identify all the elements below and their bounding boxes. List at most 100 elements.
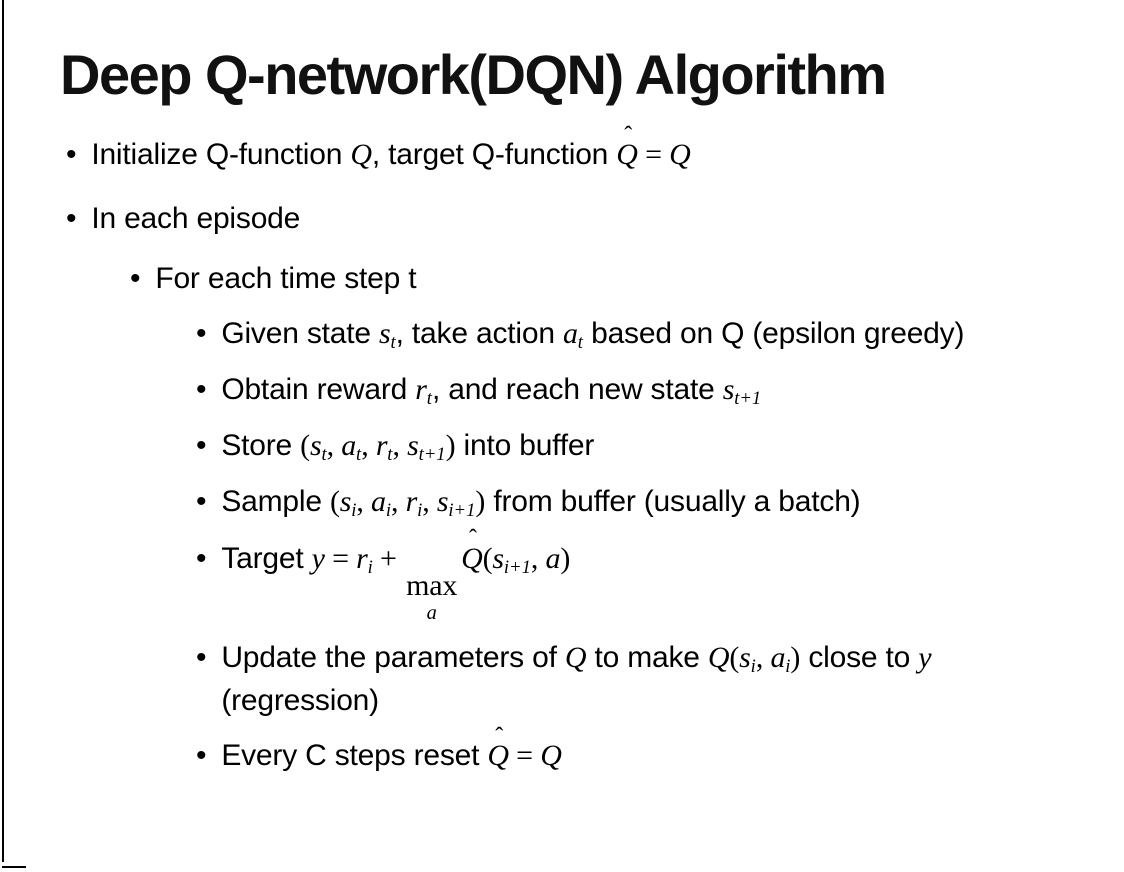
- math-var-base: s: [339, 485, 352, 519]
- list-item: •For each time step t: [60, 258, 1096, 300]
- math-var-base: Q: [616, 137, 638, 171]
- math-subscript: i: [785, 655, 791, 677]
- math-operator: ): [475, 485, 486, 519]
- math-var-base: s: [436, 485, 449, 519]
- list-item: •Update the parameters of Q to make Q(si…: [60, 637, 1096, 722]
- text-run: Target: [221, 541, 312, 575]
- text-run: based on Q (epsilon greedy): [582, 316, 965, 350]
- list-item-text: Update the parameters of Q to make Q(si,…: [221, 637, 1096, 722]
- math-var-base: s: [379, 316, 391, 350]
- math-var-subscripted: st+1: [722, 372, 762, 409]
- hat-accent: ˆ: [469, 526, 477, 553]
- math-var-subscripted: rt: [415, 373, 432, 409]
- text-run: Sample: [221, 485, 330, 519]
- math-var: y: [311, 541, 325, 575]
- math-operator: ,: [391, 485, 406, 519]
- text-run: close to: [800, 640, 919, 674]
- max-operator-name: max: [406, 569, 458, 603]
- math-operator: =: [508, 738, 541, 772]
- hat-accent: ˆ: [624, 122, 632, 149]
- list-item: •Given state st, take action at based on…: [60, 313, 1096, 356]
- text-run: Store: [221, 429, 301, 463]
- bullet-marker: •: [196, 541, 207, 575]
- math-var-subscripted: ri: [356, 541, 373, 578]
- math-var: Q: [669, 137, 691, 171]
- math-var-base: Q: [461, 541, 483, 575]
- math-var-subscripted: st: [379, 316, 396, 353]
- math-operator: +: [372, 541, 405, 575]
- math-operator: (: [482, 541, 493, 575]
- list-item-text: Initialize Q-function Q, target Q-functi…: [91, 124, 691, 176]
- math-var: Q: [707, 640, 730, 674]
- math-operator: (: [729, 640, 740, 674]
- text-run: Every C steps reset: [221, 738, 488, 772]
- math-var: Q: [564, 640, 587, 674]
- math-var-base: a: [770, 640, 786, 674]
- math-var-subscripted: ai: [770, 640, 791, 677]
- math-var-subscripted: si+1: [436, 485, 476, 521]
- math-var-subscripted: rt: [376, 429, 393, 466]
- math-subscript: t: [387, 444, 393, 466]
- slide-corner-frame-line: [2, 866, 26, 868]
- list-item-text: For each time step t: [155, 258, 416, 300]
- math-subscript: i: [417, 500, 423, 522]
- math-subscript: t: [577, 331, 583, 353]
- text-run: Given state: [221, 316, 379, 350]
- math-subscript: i+1: [448, 500, 476, 522]
- list-item-text: Store (st, at, rt, st+1) into buffer: [221, 425, 594, 468]
- math-var-base: s: [407, 429, 419, 463]
- max-operator-underscript: a: [426, 602, 437, 625]
- math-operator: ,: [755, 640, 771, 674]
- math-var: Q: [350, 137, 372, 171]
- text-run: to make: [586, 640, 708, 674]
- math-var-base: s: [492, 541, 504, 575]
- text-run: In each episode: [91, 201, 301, 235]
- list-item: •In each episode: [60, 198, 1096, 240]
- bullet-marker: •: [196, 485, 207, 519]
- text-run: from buffer (usually a batch): [485, 485, 861, 519]
- list-item-text: Given state st, take action at based on …: [221, 313, 964, 356]
- math-var-subscripted: si+1: [492, 541, 531, 578]
- math-var: Q: [540, 738, 562, 772]
- hat-accent: ˆ: [495, 723, 504, 750]
- math-var-base: r: [405, 485, 418, 519]
- bullet-marker: •: [196, 429, 207, 463]
- math-subscript: i+1: [503, 556, 531, 578]
- bullet-list: •Initialize Q-function Q, target Q-funct…: [60, 124, 1096, 777]
- text-run: Initialize Q-function: [91, 137, 351, 171]
- bullet-marker: •: [196, 738, 207, 772]
- math-var-subscripted: at: [341, 429, 362, 466]
- math-var-subscripted: si: [739, 641, 756, 677]
- math-subscript: i: [750, 655, 756, 677]
- math-subscript: t: [321, 444, 327, 466]
- math-operator: ): [790, 640, 801, 674]
- bullet-marker: •: [196, 372, 207, 406]
- text-run: For each time step t: [155, 261, 417, 295]
- math-operator: =: [324, 541, 357, 575]
- math-operator: ,: [326, 429, 342, 463]
- math-subscript: t: [356, 444, 362, 466]
- math-var-subscripted: ri: [405, 485, 423, 521]
- math-var: y: [918, 640, 932, 674]
- math-var-base: s: [722, 372, 735, 406]
- math-operator: =: [637, 137, 670, 171]
- math-subscript: i: [367, 556, 373, 578]
- text-run: Obtain reward: [221, 372, 416, 406]
- math-operator: ,: [392, 429, 408, 463]
- list-item: •Obtain reward rt, and reach new state s…: [60, 369, 1096, 412]
- page-title: Deep Q-network(DQN) Algorithm: [60, 43, 887, 106]
- math-subscript: t+1: [418, 444, 446, 466]
- math-operator: ,: [422, 485, 437, 519]
- math-var-base: r: [356, 541, 368, 575]
- text-run: , target Q-function: [371, 137, 617, 171]
- text-run: , take action: [395, 316, 563, 350]
- math-var-base: a: [341, 429, 357, 463]
